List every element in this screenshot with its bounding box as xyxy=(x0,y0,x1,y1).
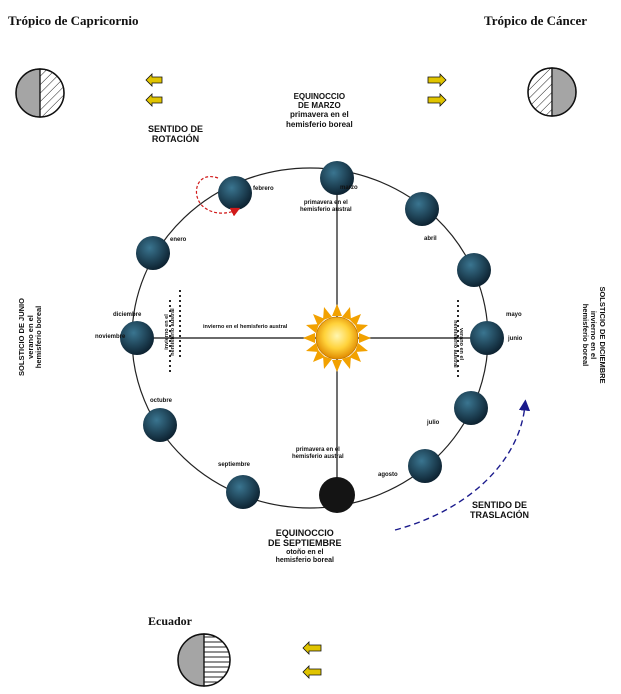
earth-july xyxy=(454,391,488,425)
month-febrero: febrero xyxy=(253,186,274,192)
month-agosto: agosto xyxy=(378,472,398,478)
june-inner-label: invierno en el hemisferio austral xyxy=(164,308,177,356)
globe-capricorn xyxy=(15,68,65,118)
solstice-june-label: SOLSTICIO DE JUNIO verano en el hemisfer… xyxy=(17,298,44,376)
sunlight-arrows-right xyxy=(427,73,447,107)
earth-september xyxy=(319,477,355,513)
month-abril: abril xyxy=(424,236,437,242)
month-octubre: octubre xyxy=(150,398,173,404)
month-enero: enero xyxy=(170,237,187,243)
earth-december xyxy=(120,321,154,355)
earth-april xyxy=(405,192,439,226)
capricorn-caption: Trópico de Capricornio xyxy=(8,13,139,28)
sun xyxy=(303,304,371,372)
month-diciembre: diciembre xyxy=(113,312,142,318)
globe-equator xyxy=(177,633,231,687)
month-noviembre: noviembre xyxy=(95,334,126,340)
month-junio: junio xyxy=(508,336,523,342)
december-inner-label: verano en el hemisferio austral xyxy=(451,320,464,368)
month-mayo: mayo xyxy=(506,312,522,318)
earth-may xyxy=(457,253,491,287)
earth-october xyxy=(226,475,260,509)
september-inner-label: primavera en el hemisferio austral xyxy=(292,447,344,460)
rotation-arrow xyxy=(195,175,241,217)
month-septiembre: septiembre xyxy=(218,462,251,468)
sunlight-arrows-bottom xyxy=(302,641,322,679)
sun-left-label: invierno en el hemisferio austral xyxy=(203,324,288,330)
month-julio: julio xyxy=(427,420,440,426)
earth-november xyxy=(143,408,177,442)
cancer-caption: Trópico de Cáncer xyxy=(484,13,588,28)
earth-globes xyxy=(120,161,504,513)
earth-august xyxy=(408,449,442,483)
solstice-december-label: SOLSTICIO DE DICIEMBRE invierno en el he… xyxy=(580,286,607,384)
equinox-september-label: EQUINOCCIO DE SEPTIEMBRE otoño en el hem… xyxy=(268,528,342,564)
equinox-march-label: EQUINOCCIO DE MARZO primavera en el hemi… xyxy=(286,92,353,129)
rotation-label: SENTIDO DE ROTACIÓN xyxy=(148,124,204,145)
translation-arrow xyxy=(394,399,531,531)
globe-cancer xyxy=(527,67,577,117)
earth-january xyxy=(136,236,170,270)
sunlight-arrows-left xyxy=(145,73,163,107)
translation-label: SENTIDO DE TRASLACIÓN xyxy=(470,500,529,521)
earth-march xyxy=(320,161,354,195)
march-inner-label: primavera en el hemisferio austral xyxy=(300,200,352,213)
equator-caption: Ecuador xyxy=(148,614,193,628)
earth-june xyxy=(470,321,504,355)
earth-february xyxy=(218,176,252,210)
month-marzo: marzo xyxy=(340,185,358,191)
